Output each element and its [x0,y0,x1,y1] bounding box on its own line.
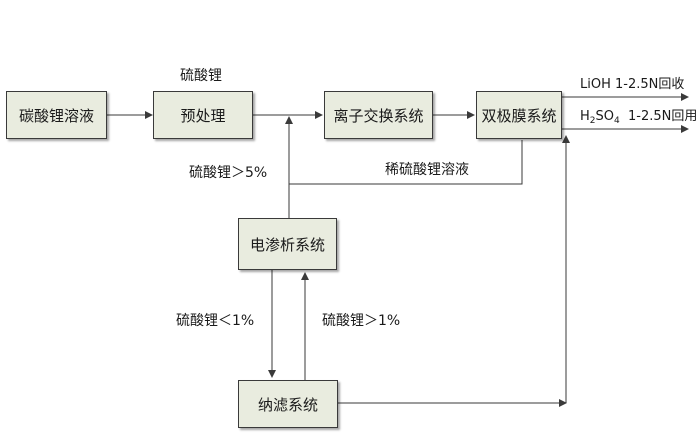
h2so4-h: H [580,109,590,124]
label-lioh-output: LiOH 1-2.5N回收 [580,77,685,92]
label-dilute-li2so4: 稀硫酸锂溶液 [385,162,469,178]
h2so4-sub-4: 4 [614,116,620,126]
box-nanofiltration-system: 纳滤系统 [238,380,338,428]
box-electrodialysis-system: 电渗析系统 [238,218,337,270]
box-pretreatment: 预处理 [153,91,253,139]
box-lithium-carbonate-solution: 碳酸锂溶液 [6,91,107,139]
h2so4-so: SO [595,109,614,124]
h2so4-sub-2: 2 [589,116,596,126]
label-h2so4-output: H2SO4 1-2.5N回用 [580,110,697,126]
h2so4-rest: 1-2.5N回用 [619,109,698,124]
box-bipolar-membrane-system: 双极膜系统 [476,91,562,139]
label-li2so4-lt1: 硫酸锂＜1% [176,313,255,329]
label-li2so4-gt5: 硫酸锂＞5% [189,165,268,181]
arrow-dilute-return [289,140,523,185]
label-pretreatment-input: 硫酸锂 [180,68,222,84]
label-li2so4-gt1: 硫酸锂＞1% [322,313,401,329]
box-ion-exchange-system: 离子交换系统 [324,91,433,139]
